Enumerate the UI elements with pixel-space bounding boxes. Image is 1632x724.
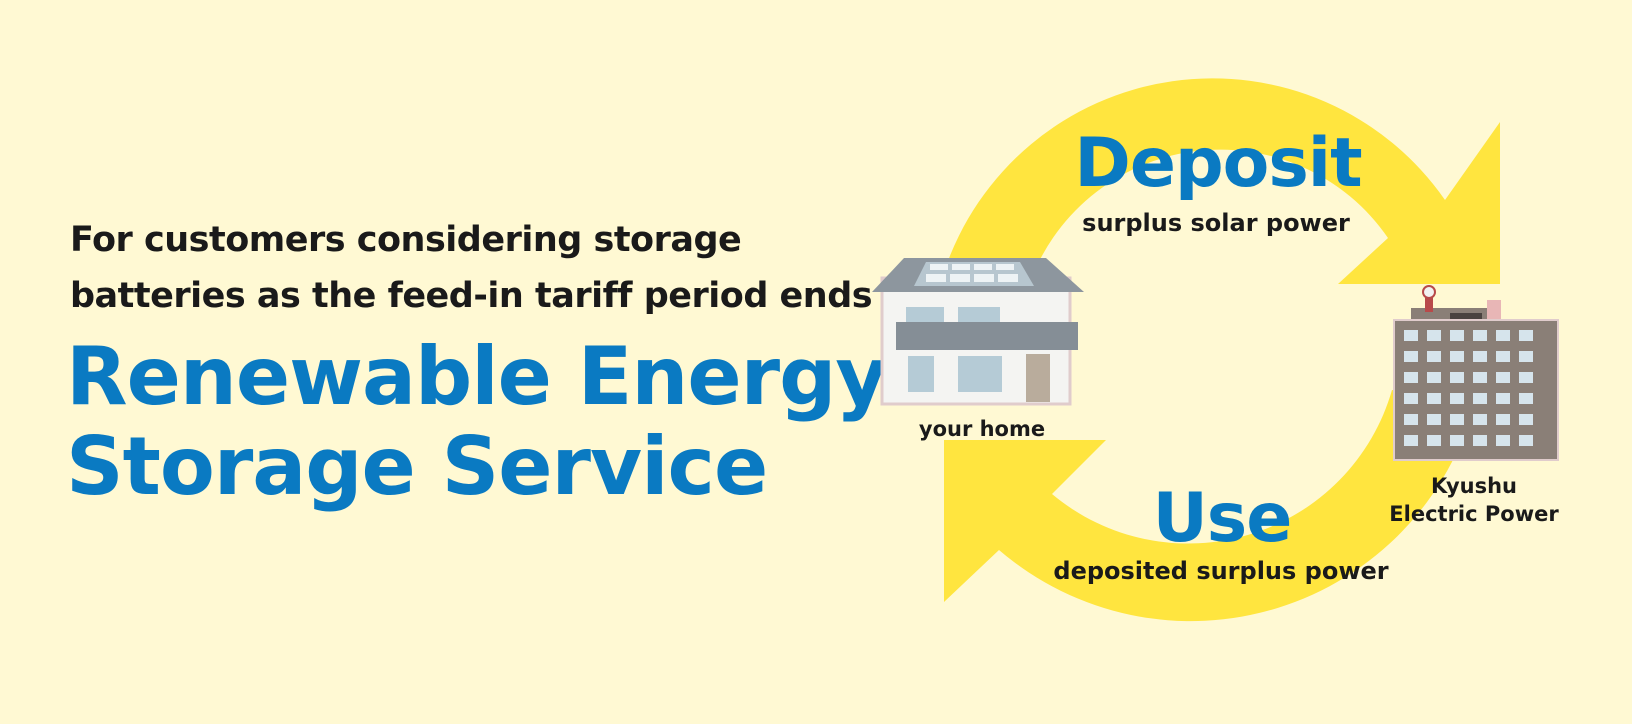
use-arrow [944, 390, 1475, 622]
use-caption: deposited surplus power [1053, 557, 1388, 585]
deposit-caption: surplus solar power [1082, 209, 1350, 237]
house-icon [872, 258, 1084, 406]
utility-label-line-1: Kyushu [1431, 474, 1517, 498]
subtitle: For customers considering storage batter… [70, 212, 873, 324]
office-building-icon [1393, 285, 1559, 461]
deposit-heading: Deposit [1074, 124, 1361, 203]
use-heading: Use [1153, 479, 1292, 558]
page-title: Renewable Energy Storage Service [66, 330, 887, 513]
deposit-arrow [944, 78, 1500, 288]
page-title-line-1: Renewable Energy [66, 330, 887, 423]
home-label: your home [919, 417, 1045, 441]
subtitle-line-1: For customers considering storage [70, 220, 742, 260]
subtitle-line-2: batteries as the feed-in tariff period e… [70, 276, 873, 316]
building-windows [1404, 330, 1533, 446]
page-title-line-2: Storage Service [66, 420, 768, 513]
utility-label-line-2: Electric Power [1389, 502, 1559, 526]
